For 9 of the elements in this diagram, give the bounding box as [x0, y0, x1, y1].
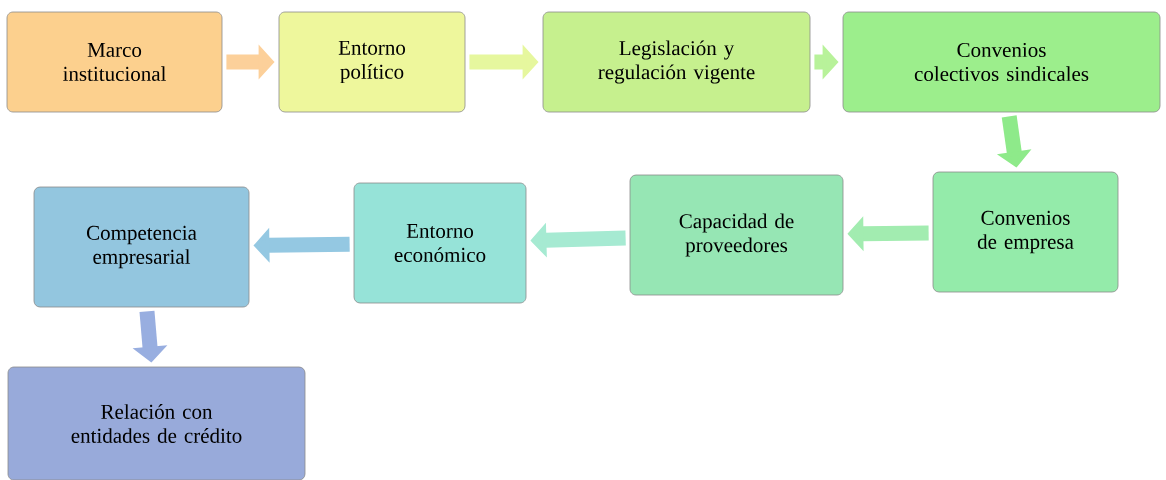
- process-box: Legislación y regulación vigente: [542, 11, 811, 113]
- process-box: Entorno económico: [353, 182, 527, 304]
- process-box: Convenios colectivos sindicales: [842, 11, 1161, 113]
- process-box: Entorno político: [278, 11, 466, 113]
- process-box: Convenios de empresa: [932, 171, 1119, 293]
- process-box: Marco institucional: [6, 11, 223, 113]
- process-box: Relación con entidades de crédito: [7, 366, 306, 480]
- process-box: Capacidad de proveedores: [629, 174, 844, 296]
- process-box: Competencia empresarial: [33, 186, 250, 308]
